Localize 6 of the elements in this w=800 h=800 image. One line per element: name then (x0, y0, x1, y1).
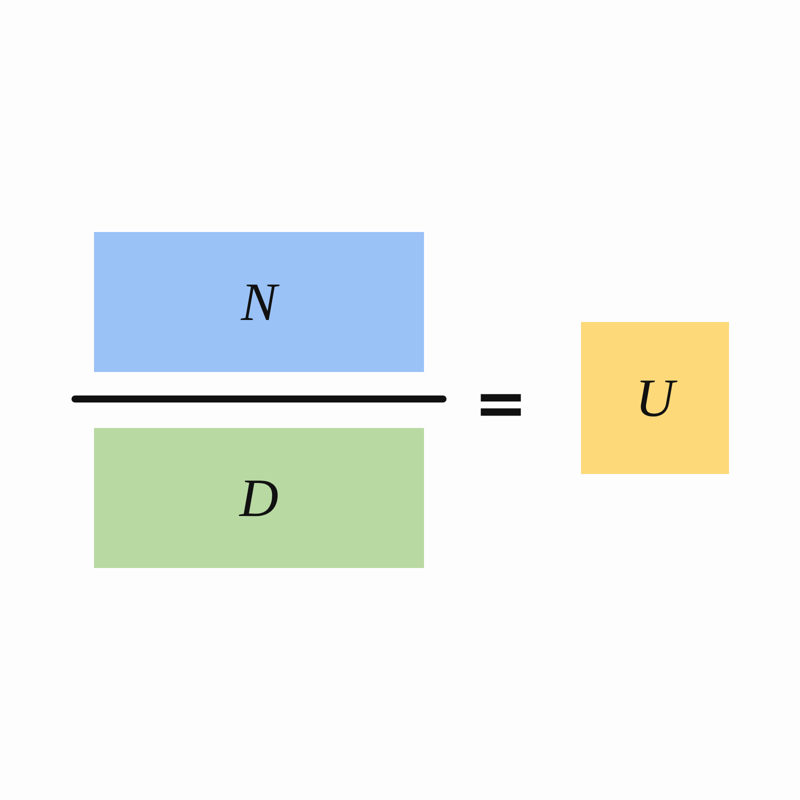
denominator-box (94, 428, 424, 568)
numerator-box (94, 232, 424, 372)
variable-symbol: N (240, 275, 278, 329)
equals-sign: = (474, 372, 528, 436)
variable-symbol: D (240, 471, 278, 525)
result-box (581, 322, 729, 474)
